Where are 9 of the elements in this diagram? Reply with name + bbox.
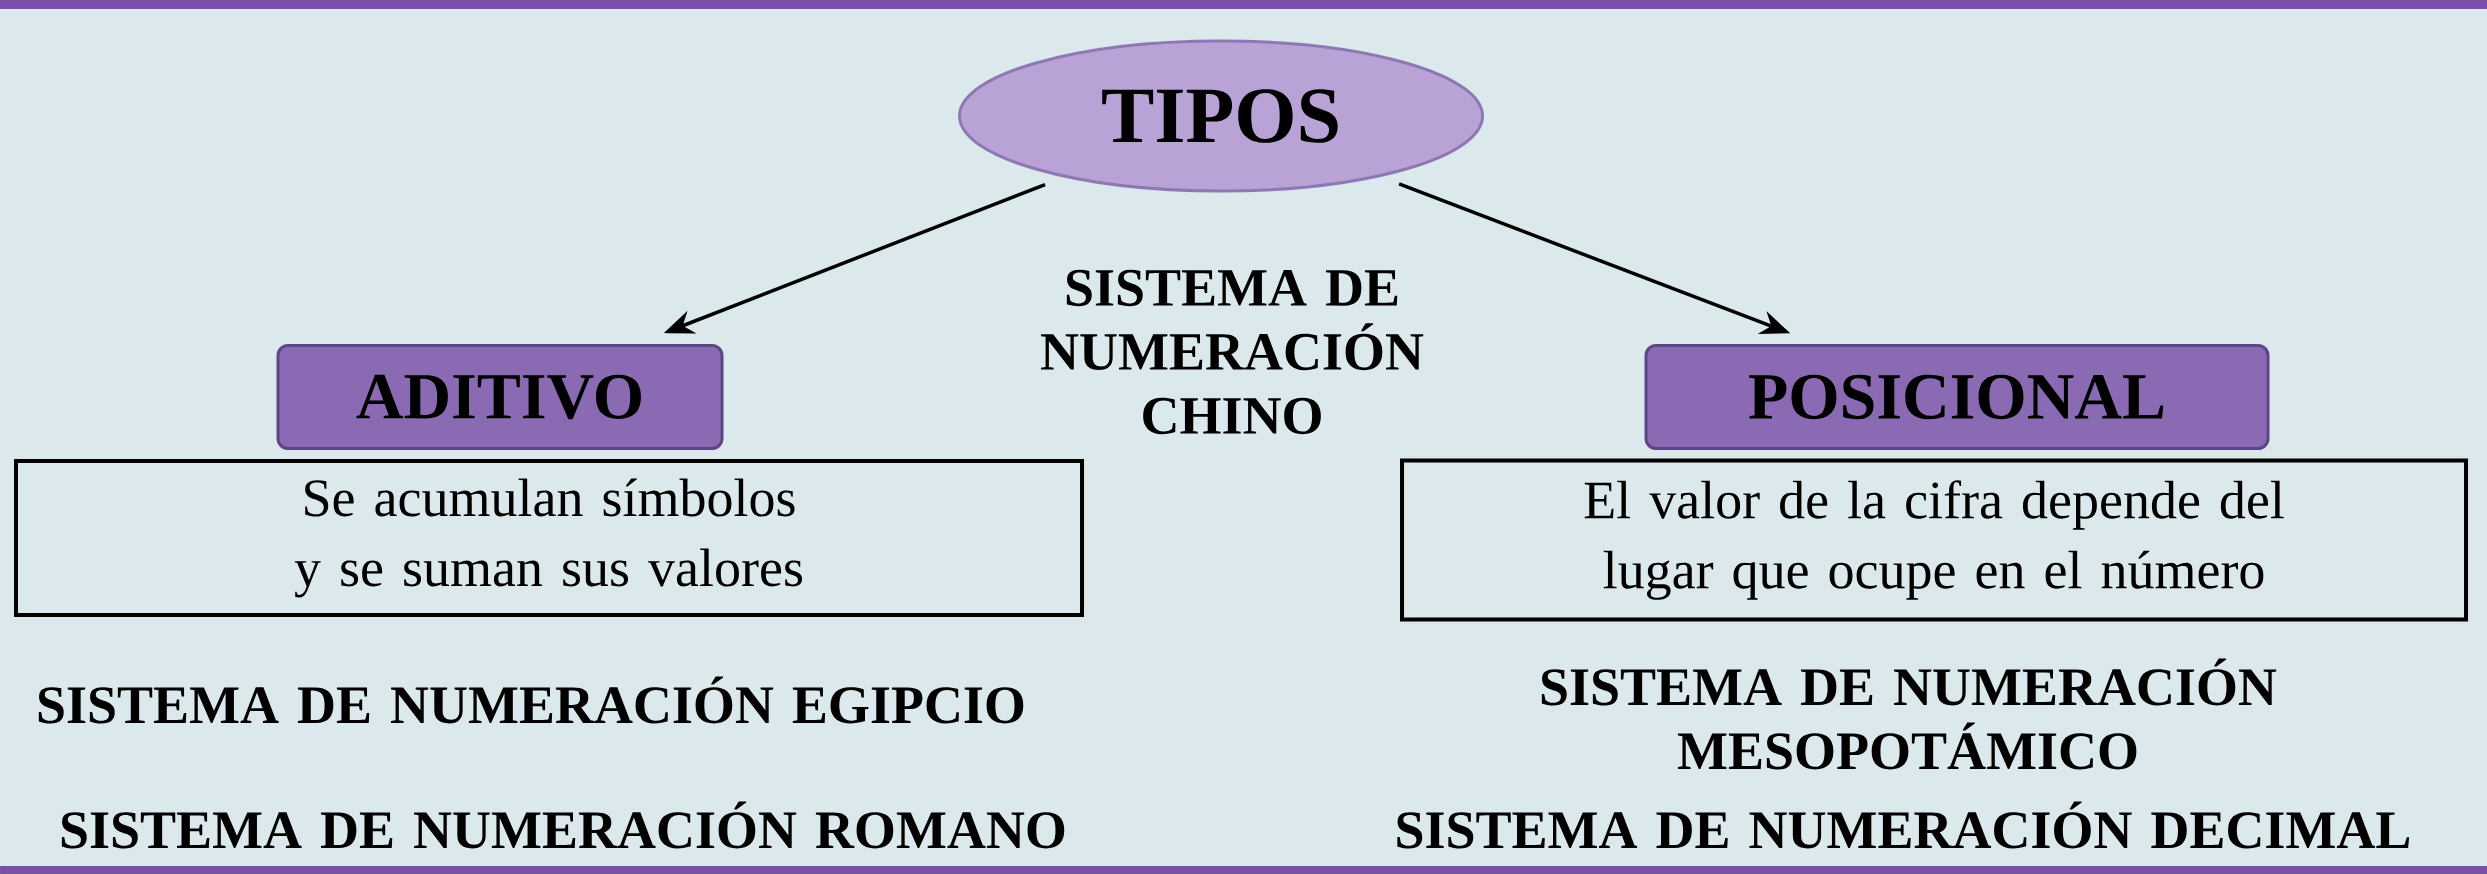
title-box: POSICIONAL: [1644, 344, 2270, 450]
ellipse-node: TIPOS: [958, 39, 1484, 193]
description-box: El valor de la cifra depende del lugar que ocupe en el número: [1400, 458, 2468, 622]
description-box: Se acumulan símbolos y se suman sus valores: [14, 459, 1084, 617]
label-text: SISTEMA DE NUMERACIÓN DECIMAL: [1397, 801, 2410, 849]
label-text: SISTEMA DE NUMERACIÓN ROMANO: [61, 801, 1065, 849]
label-text: SISTEMA DE NUMERACIÓN CHINO: [1041, 269, 1424, 435]
title-box: ADITIVO: [276, 344, 724, 450]
label-text: SISTEMA DE NUMERACIÓN EGIPCIO: [38, 676, 1024, 724]
